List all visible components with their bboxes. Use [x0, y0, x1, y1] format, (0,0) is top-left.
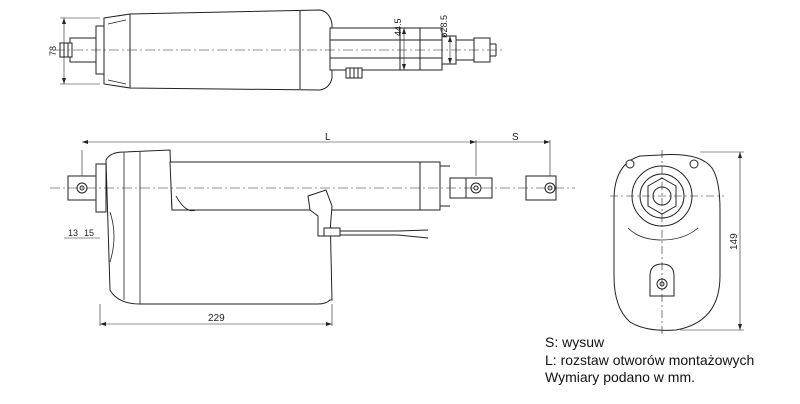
stroke-s-dimension: S [512, 132, 519, 143]
legend-units: Wymiary podano w mm. [545, 369, 696, 385]
top-height-dimension: 78 [48, 46, 58, 56]
top-view [55, 9, 505, 91]
rod-diameter-dimension: ø28.5 [439, 15, 449, 38]
legend: S: wysuw L: rozstaw otworów montażowych … [545, 334, 754, 387]
end-height-dimension: 149 [729, 233, 740, 250]
end-view [610, 150, 744, 336]
stroke-height-dimension: 44.5 [393, 18, 403, 36]
hole-offset-b-dimension: 15 [84, 228, 94, 238]
length-l-dimension: L [325, 132, 331, 143]
body-length-dimension: 229 [208, 313, 225, 324]
hole-offset-a-dimension: 13 [68, 228, 78, 238]
legend-length: L: rozstaw otworów montażowych [545, 351, 755, 368]
legend-stroke: S: wysuw [545, 334, 605, 350]
side-view [50, 140, 575, 326]
